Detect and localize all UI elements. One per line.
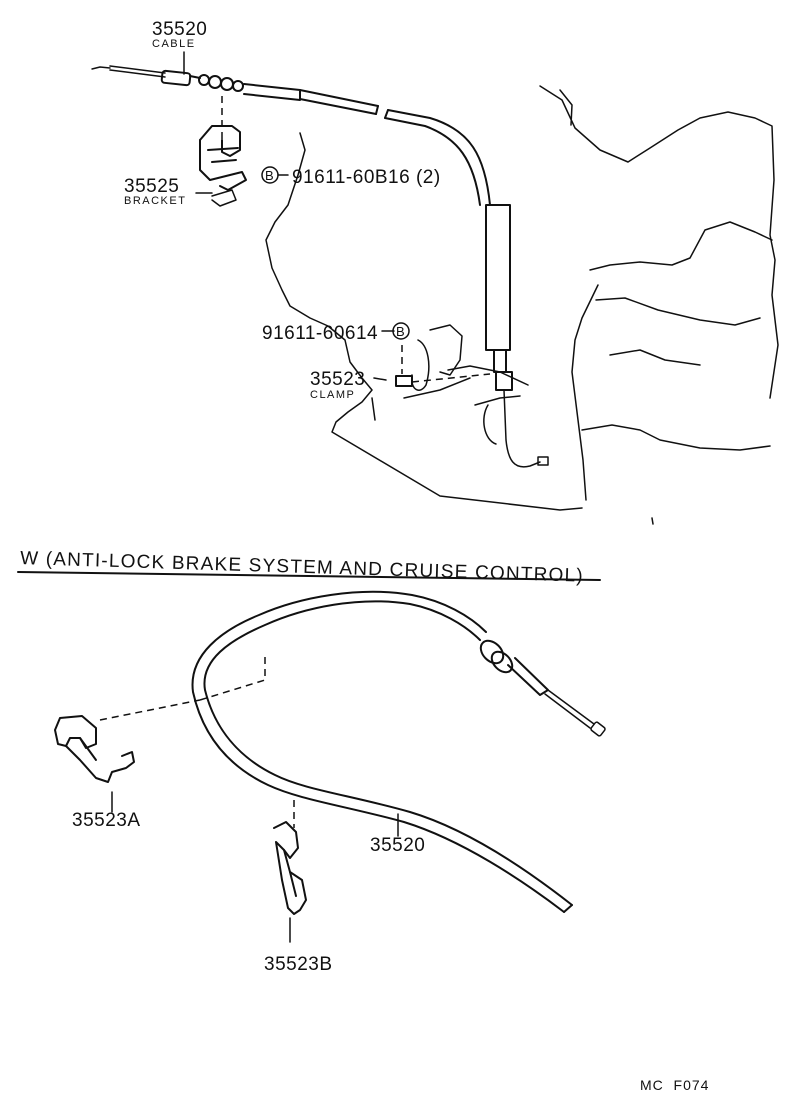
cable-assembly-w xyxy=(191,590,606,913)
bolt-ref-letter-1: B xyxy=(265,168,274,183)
top-leader-lines xyxy=(183,51,395,381)
cable-name-label: CABLE xyxy=(152,38,196,50)
section-heading: W (ANTI-LOCK BRAKE SYSTEM AND CRUISE CON… xyxy=(20,548,584,587)
cable-w-part-number: 35520 xyxy=(370,835,425,856)
clamp-b-part-number: 35523B xyxy=(264,954,333,975)
clamp-35523-part xyxy=(395,345,491,387)
bracket-part-number: 35525 xyxy=(124,176,179,197)
clamp-35523b-part xyxy=(273,800,307,943)
cable-part-number: 35520 xyxy=(152,19,207,40)
bolt-part-number-main: 91611-60B16 (2) xyxy=(292,167,441,188)
diagram-code: MC F074 xyxy=(640,1077,709,1093)
section-heading-underline xyxy=(17,571,601,581)
bracket-35525 xyxy=(199,96,247,207)
clamp-35523a-part xyxy=(54,656,266,813)
clamp-a-part-number: 35523A xyxy=(72,810,141,831)
clamp-name-label: CLAMP xyxy=(310,389,355,401)
clamp-part-number: 35523 xyxy=(310,369,365,390)
transmission-outline xyxy=(265,85,779,525)
bolt-ref-letter-2: B xyxy=(396,324,405,339)
bolt-part-number-clamp: 91611-60614 xyxy=(262,323,378,344)
cable-assembly-top xyxy=(91,65,549,468)
bracket-name-label: BRACKET xyxy=(124,195,186,207)
bolt-ref-circle-2 xyxy=(392,322,410,340)
